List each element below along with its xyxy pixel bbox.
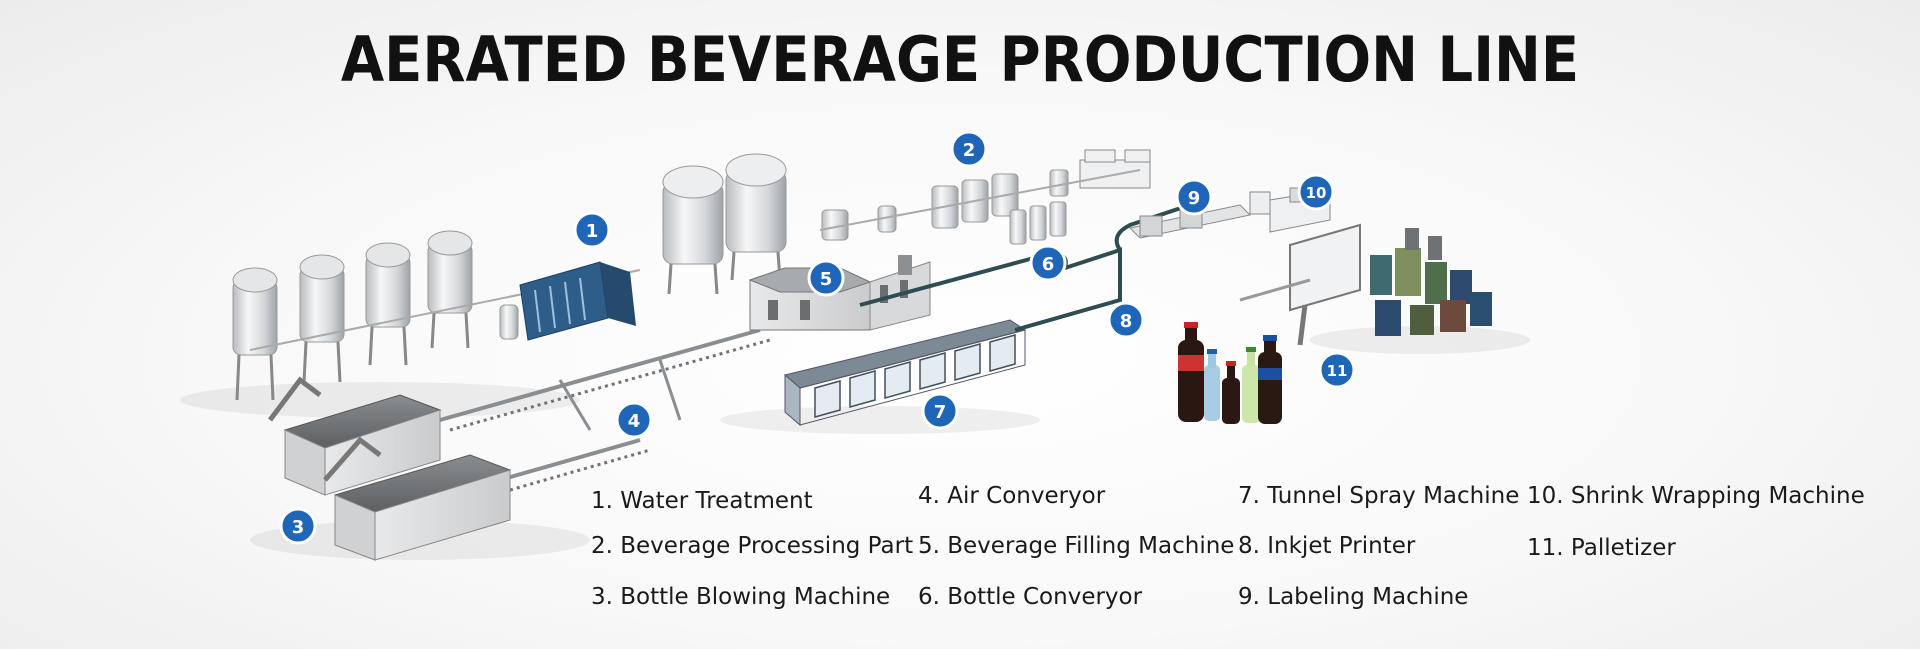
legend-item-4: 4. Air Converyor <box>918 483 1106 509</box>
legend-item-6: 6. Bottle Converyor <box>918 584 1143 610</box>
step-marker-11-label: 11 <box>1327 362 1348 380</box>
diagram-title: AERATED BEVERAGE PRODUCTION LINE <box>340 24 1580 97</box>
beverage-processing-equipment <box>819 149 1151 245</box>
step-marker-7-label: 7 <box>934 402 947 423</box>
step-marker-6: 6 <box>1029 244 1067 282</box>
air-conveyor <box>439 328 771 492</box>
step-marker-6-label: 6 <box>1042 254 1055 275</box>
large-storage-tanks <box>662 153 787 295</box>
step-marker-10: 10 <box>1297 173 1335 211</box>
step-marker-9: 9 <box>1175 178 1213 216</box>
filter-unit <box>519 261 636 341</box>
product-bottles <box>1178 322 1282 424</box>
step-marker-1-label: 1 <box>586 221 599 242</box>
legend-item-3: 3. Bottle Blowing Machine <box>591 584 891 610</box>
step-marker-5: 5 <box>807 259 845 297</box>
step-marker-2-label: 2 <box>963 140 976 161</box>
tunnel-spray-machine <box>783 319 1027 427</box>
step-marker-9-label: 9 <box>1188 188 1201 209</box>
step-marker-2: 2 <box>950 130 988 168</box>
step-marker-1: 1 <box>573 211 611 249</box>
water-treatment-tanks <box>232 230 641 401</box>
legend-item-5: 5. Beverage Filling Machine <box>918 533 1235 559</box>
step-marker-10-label: 10 <box>1306 184 1327 202</box>
legend-item-7: 7. Tunnel Spray Machine <box>1238 483 1520 509</box>
step-marker-8: 8 <box>1107 301 1145 339</box>
legend-item-9: 9. Labeling Machine <box>1238 584 1469 610</box>
step-marker-7: 7 <box>921 392 959 430</box>
step-marker-3: 3 <box>279 507 317 545</box>
step-marker-3-label: 3 <box>292 517 305 538</box>
legend-item-11: 11. Palletizer <box>1527 535 1676 561</box>
step-marker-4: 4 <box>615 401 653 439</box>
step-marker-8-label: 8 <box>1120 311 1133 332</box>
step-marker-11: 11 <box>1318 351 1356 389</box>
legend-item-1: 1. Water Treatment <box>591 488 813 514</box>
legend-item-8: 8. Inkjet Printer <box>1238 533 1416 559</box>
step-marker-5-label: 5 <box>820 269 833 290</box>
bottle-blowing-machines <box>268 376 512 561</box>
palletizer <box>1239 223 1492 346</box>
legend-item-10: 10. Shrink Wrapping Machine <box>1527 483 1865 509</box>
step-marker-4-label: 4 <box>628 411 641 432</box>
legend-item-2: 2. Beverage Processing Part <box>591 533 914 559</box>
